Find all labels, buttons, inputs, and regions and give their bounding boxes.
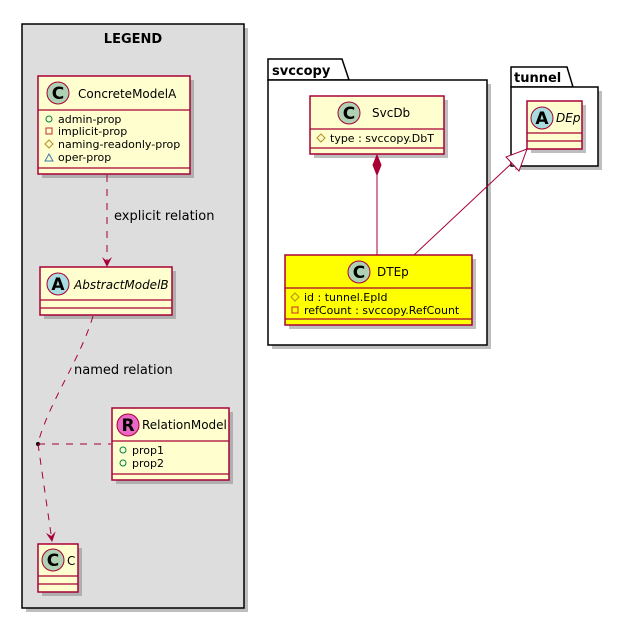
svg-text:R: R	[121, 416, 134, 436]
explicit-relation-label: explicit relation	[114, 209, 214, 224]
attribute: admin-prop	[58, 113, 121, 126]
attribute: type : svccopy.DbT	[330, 132, 434, 145]
public-visibility-icon	[119, 446, 127, 454]
attribute: naming-readonly-prop	[58, 138, 180, 151]
inheritance-triangle	[505, 148, 528, 172]
dep-name: DEp	[556, 111, 581, 125]
concrete-model-name: ConcreteModelA	[78, 87, 177, 101]
protected-visibility-icon	[44, 139, 54, 149]
protected-visibility-icon	[290, 292, 300, 302]
svg-text:A: A	[535, 109, 549, 129]
c-class-name: C	[67, 554, 75, 568]
legend-title: LEGEND	[104, 32, 163, 47]
svg-text:C: C	[353, 263, 365, 283]
class-badge-icon	[41, 548, 65, 572]
svcdb-name: SvcDb	[372, 106, 410, 120]
svg-text:A: A	[51, 275, 65, 295]
attribute: implicit-prop	[58, 125, 127, 138]
attribute: prop2	[132, 457, 164, 470]
inheritance-edge	[413, 148, 528, 256]
relation-model-name: RelationModel	[142, 418, 227, 432]
svcdb-class[interactable]: C SvcDb type : svccopy.DbT	[309, 95, 448, 158]
concrete-model-class[interactable]: C ConcreteModelA admin-prop implicit-pro…	[37, 75, 194, 178]
relation-model-class[interactable]: R RelationModel prop1 prop2	[111, 407, 233, 484]
tunnel-package-name: tunnel	[514, 71, 561, 86]
class-badge-icon	[337, 101, 361, 125]
abstract-badge-icon	[530, 106, 554, 130]
class-badge-icon	[46, 81, 70, 105]
named-relation-label: named relation	[74, 363, 173, 378]
composition-diamond	[372, 153, 382, 177]
private-visibility-icon	[291, 306, 299, 314]
composition-edge	[372, 153, 382, 255]
svg-text:C: C	[343, 104, 355, 124]
c-class[interactable]: C C	[37, 543, 82, 596]
attribute: id : tunnel.EpId	[304, 291, 387, 304]
dtep-class[interactable]: C DTEp id : tunnel.EpId refCount : svcco…	[284, 254, 476, 329]
attribute: refCount : svccopy.RefCount	[304, 304, 460, 317]
public-visibility-icon	[45, 115, 53, 123]
svccopy-package-name: svccopy	[272, 64, 331, 79]
private-visibility-icon	[45, 127, 53, 135]
abstract-model-class[interactable]: A AbstractModelB	[39, 266, 176, 319]
protected-visibility-icon	[316, 133, 326, 143]
public-visibility-icon	[119, 459, 127, 467]
abstract-model-name: AbstractModelB	[73, 278, 169, 292]
svg-text:C: C	[47, 551, 59, 571]
svg-text:C: C	[52, 84, 64, 104]
dep-class[interactable]: A DEp	[526, 100, 586, 153]
package-visibility-icon	[44, 152, 54, 162]
class-badge-icon	[347, 260, 371, 284]
relation-badge-icon	[116, 413, 140, 437]
attribute: oper-prop	[58, 151, 111, 164]
explicit-relation-edge: explicit relation	[102, 175, 214, 267]
dtep-name: DTEp	[377, 265, 409, 279]
abstract-badge-icon	[46, 272, 70, 296]
named-relation-edge: named relation	[36, 315, 173, 542]
attribute: prop1	[132, 444, 164, 457]
